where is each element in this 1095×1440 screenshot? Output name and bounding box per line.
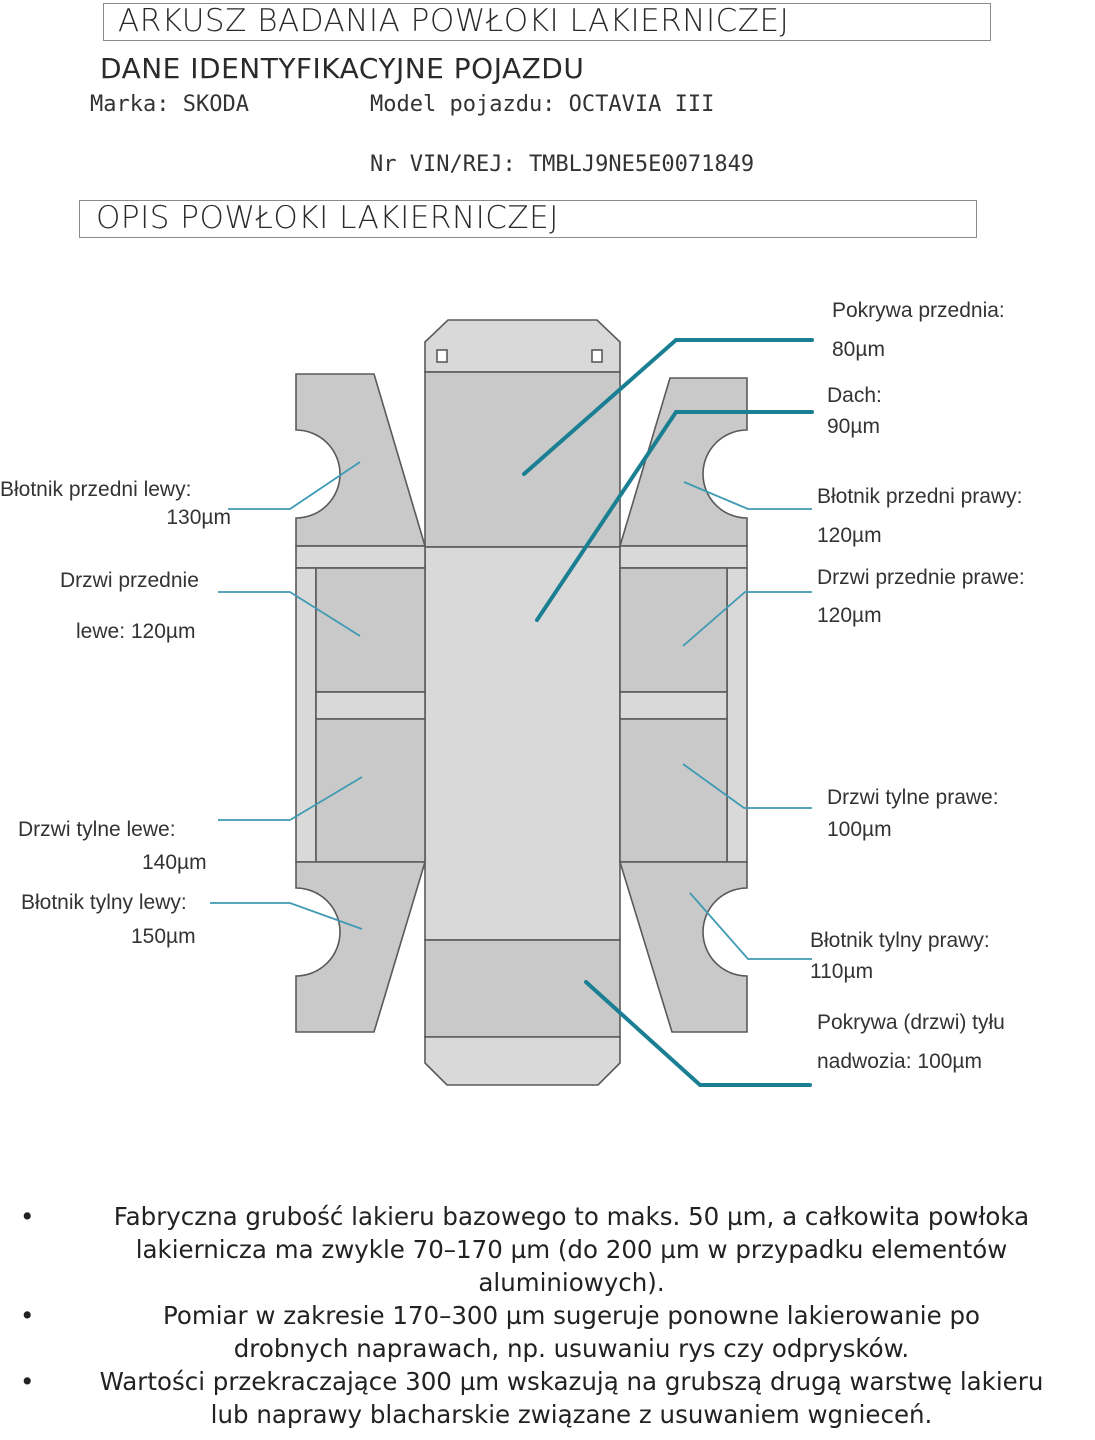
make-field: Marka: SKODA (90, 92, 249, 117)
note-line: lakiernicza ma zwykle 70–170 µm (do 200 … (135, 1235, 1008, 1264)
leader-front-door-right (682, 591, 812, 647)
note-item: • Pomiar w zakresie 170–300 µm sugeruje … (0, 1299, 1095, 1365)
hood-marker-right (591, 349, 603, 363)
rear-door-left (315, 718, 426, 863)
vehicle-section-heading: DANE IDENTYFIKACYJNE POJAZDU (100, 52, 585, 85)
leader-roof (535, 410, 814, 622)
rear-door-left-value: 140µm (142, 851, 207, 874)
vin-field: Nr VIN/REJ: TMBLJ9NE5E0071849 (370, 152, 755, 177)
tailgate-panel (424, 939, 621, 1038)
rear-door-left-label: Drzwi tylne lewe: (18, 818, 176, 841)
leader-rear-fender-left (210, 902, 363, 930)
right-rocker (726, 567, 748, 863)
front-fender-right (618, 377, 748, 547)
coating-section-box (79, 200, 977, 238)
rear-door-right-value: 100µm (827, 818, 892, 841)
model-field: Model pojazdu: OCTAVIA III (370, 92, 715, 117)
rear-fender-right-value: 110µm (810, 960, 874, 983)
note-line: drobnych naprawach, np. usuwaniu rys czy… (233, 1334, 910, 1363)
front-fender-right-label: Błotnik przedni prawy: (817, 485, 1023, 508)
front-fender-left-label: Błotnik przedni lewy: (0, 478, 192, 501)
left-sill-top (295, 545, 426, 569)
front-door-right (619, 567, 728, 693)
leader-front-fender-right (683, 481, 812, 510)
front-door-left-label: Drzwi przednie (60, 569, 199, 592)
rear-fender-right-label: Błotnik tylny prawy: (810, 929, 990, 952)
leader-front-fender-left (228, 461, 361, 510)
rear-door-right (619, 718, 728, 863)
left-pillar (315, 691, 426, 720)
right-sill-top (619, 545, 748, 569)
leader-hood (522, 338, 814, 476)
bullet-icon: • (20, 1301, 35, 1330)
note-line: aluminiowych). (478, 1268, 665, 1297)
roof-panel (424, 546, 621, 941)
leader-rear-door-right (682, 763, 812, 809)
note-line: Fabryczna grubość lakieru bazowego to ma… (113, 1202, 1030, 1231)
front-door-right-label: Drzwi przednie prawe: (817, 566, 1025, 589)
notes-list: • Fabryczna grubość lakieru bazowego to … (0, 1200, 1095, 1431)
front-door-right-value: 120µm (817, 604, 882, 627)
left-rocker (295, 567, 317, 863)
title-box (103, 3, 991, 41)
rear-fender-left-value: 150µm (131, 925, 196, 948)
front-door-left (315, 567, 426, 693)
roof-label: Dach: (827, 384, 882, 407)
note-line: lub naprawy blacharskie związane z usuwa… (210, 1400, 933, 1429)
front-fender-left (295, 373, 427, 547)
tailgate-value: nadwozia: 100µm (817, 1050, 983, 1073)
front-fender-right-value: 120µm (817, 524, 882, 547)
roof-value: 90µm (827, 415, 880, 438)
hood-panel (424, 371, 621, 548)
leader-tailgate (584, 980, 812, 1087)
hood-front-strip (424, 319, 621, 373)
leader-rear-fender-right (689, 892, 812, 960)
front-fender-left-value: 130µm (166, 506, 231, 529)
leader-front-door-left (218, 591, 361, 637)
tailgate-label: Pokrywa (drzwi) tyłu (817, 1011, 1005, 1034)
rear-fender-right (618, 861, 748, 1033)
note-item: • Wartości przekraczające 300 µm wskazuj… (0, 1365, 1095, 1431)
tailgate-rear-strip (424, 1036, 621, 1086)
note-line: Pomiar w zakresie 170–300 µm sugeruje po… (162, 1301, 981, 1330)
hood-value: 80µm (832, 338, 885, 361)
hood-marker-left (436, 349, 448, 363)
hood-label: Pokrywa przednia: (832, 299, 1005, 322)
page-title: ARKUSZ BADANIA POWŁOKI LAKIERNICZEJ (118, 3, 790, 39)
rear-door-right-label: Drzwi tylne prawe: (827, 786, 999, 809)
note-line: Wartości przekraczające 300 µm wskazują … (99, 1367, 1044, 1396)
rear-fender-left (295, 861, 427, 1033)
note-item: • Fabryczna grubość lakieru bazowego to … (0, 1200, 1095, 1299)
rear-fender-left-label: Błotnik tylny lewy: (21, 891, 187, 914)
bullet-icon: • (20, 1202, 35, 1231)
right-pillar (619, 691, 728, 720)
bullet-icon: • (20, 1367, 35, 1396)
leader-rear-door-left (218, 776, 363, 821)
front-door-left-value: lewe: 120µm (76, 620, 196, 643)
coating-section-heading: OPIS POWŁOKI LAKIERNICZEJ (96, 200, 559, 236)
